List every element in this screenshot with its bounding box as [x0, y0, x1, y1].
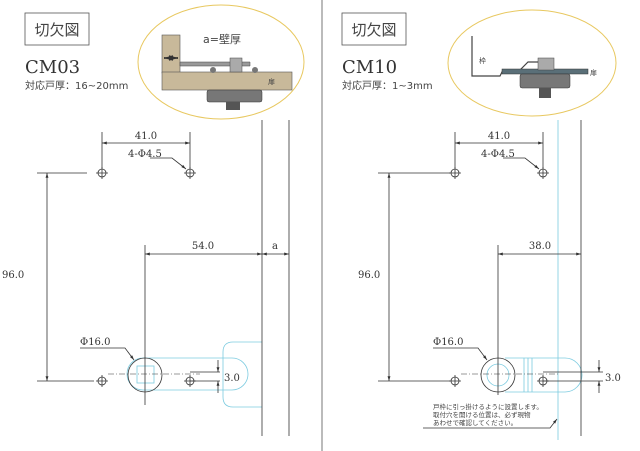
- title: 切欠図: [34, 21, 79, 39]
- svg-text:あわせで確認してください。: あわせで確認してください。: [433, 418, 517, 427]
- svg-text:Φ16.0: Φ16.0: [433, 337, 463, 348]
- svg-text:41.0: 41.0: [488, 131, 510, 142]
- svg-text:3.0: 3.0: [605, 373, 621, 384]
- svg-text:41.0: 41.0: [135, 131, 157, 142]
- svg-text:Φ16.0: Φ16.0: [80, 337, 110, 348]
- model-name: CM03: [25, 57, 80, 78]
- installation-note: 戸枠に引っ掛けるように設置します。 取付穴を開ける位置は、必ず現物 あわせで確認…: [423, 402, 558, 429]
- svg-text:戸枠に引っ掛けるように設置します。: 戸枠に引っ掛けるように設置します。: [433, 402, 543, 411]
- door-thickness: 対応戸厚：16~20mm: [25, 79, 128, 92]
- latch-outline: [505, 357, 583, 393]
- mounting-holes: [449, 167, 549, 387]
- svg-text:枠: 枠: [479, 56, 486, 65]
- title-box: [24, 12, 90, 46]
- door-thickness: 対応戸厚：1~3mm: [342, 79, 433, 92]
- mounting-holes: [96, 167, 196, 387]
- svg-text:a: a: [272, 241, 278, 252]
- svg-text:4-Φ4.5: 4-Φ4.5: [481, 149, 515, 160]
- svg-text:a=壁厚: a=壁厚: [203, 32, 241, 46]
- svg-text:54.0: 54.0: [192, 241, 214, 252]
- title-box: [341, 12, 407, 46]
- svg-text:96.0: 96.0: [358, 270, 380, 281]
- left-panel: 切欠図 CM03 対応戸厚：16~20mm a=壁厚 扉: [2, 4, 305, 436]
- title: 切欠図: [351, 21, 396, 39]
- inset-illustration: 枠 扉: [447, 9, 617, 117]
- model-name: CM10: [342, 57, 397, 78]
- svg-text:96.0: 96.0: [2, 270, 24, 281]
- svg-text:取付穴を開ける位置は、必ず現物: 取付穴を開ける位置は、必ず現物: [433, 410, 531, 419]
- svg-text:扉: 扉: [590, 68, 597, 77]
- inset-illustration: a=壁厚 扉: [137, 4, 305, 120]
- svg-text:扉: 扉: [268, 77, 275, 86]
- svg-text:38.0: 38.0: [529, 241, 551, 252]
- svg-text:4-Φ4.5: 4-Φ4.5: [128, 149, 162, 160]
- svg-text:3.0: 3.0: [224, 373, 240, 384]
- right-panel: 切欠図 CM10 対応戸厚：1~3mm 枠 扉 41.0 4-Φ4.5: [341, 9, 621, 440]
